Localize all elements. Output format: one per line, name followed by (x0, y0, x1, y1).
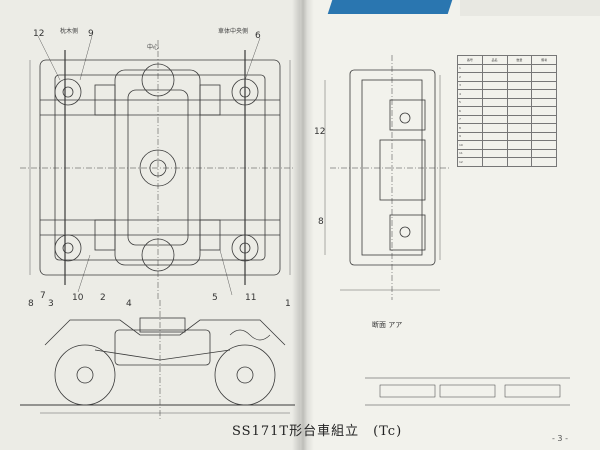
part-number: 9 (88, 29, 94, 39)
table-header: 品名 (481, 55, 508, 65)
table-cell: 11 (457, 148, 483, 158)
table-header-row: 番号 品名 数量 備考 (457, 55, 557, 65)
table-cell: 6 (457, 106, 483, 116)
part-number: 2 (100, 293, 106, 303)
part-number: 8 (28, 299, 34, 309)
table-cell: 7 (457, 114, 483, 124)
plan-label-right: 車体中央側 (218, 28, 249, 35)
part-number: 5 (212, 293, 218, 303)
table-row: 1 (457, 63, 557, 73)
part-number: 3 (48, 299, 54, 309)
table-row: 3 (457, 80, 557, 90)
part-number: 12 (33, 29, 45, 39)
table-row: 12 (457, 157, 557, 167)
table-row: 9 (457, 131, 557, 141)
table-cell: 2 (457, 72, 483, 82)
page-number: - 3 - (552, 434, 568, 443)
plan-label-center: 中心 (147, 44, 160, 51)
table-cell: 5 (457, 97, 483, 107)
table-row: 4 (457, 89, 557, 99)
table-header: 番号 (457, 55, 483, 65)
plan-label-left: 枕木側 (60, 28, 79, 35)
table-row: 5 (457, 97, 557, 107)
parts-table: 番号 品名 数量 備考 1 2 3 4 5 6 7 8 9 10 11 12 (457, 55, 557, 167)
drawing-caption: SS171T形台車組立 (Tc) (232, 424, 403, 439)
part-number: 11 (245, 293, 257, 303)
elevation-view (20, 300, 295, 420)
part-number: 4 (126, 299, 132, 309)
table-header: 備考 (531, 55, 557, 65)
table-cell: 1 (457, 63, 483, 73)
table-row: 10 (457, 140, 557, 150)
section-view (324, 55, 450, 300)
part-number: 8 (318, 217, 324, 227)
section-view-label: 断面 アア (372, 321, 403, 329)
book-gutter (292, 0, 314, 450)
plan-view (20, 35, 295, 300)
table-row: 8 (457, 123, 557, 133)
table-header: 数量 (506, 55, 533, 65)
small-schematic (365, 377, 570, 406)
table-cell: 10 (457, 140, 483, 150)
table-cell: 4 (457, 89, 483, 99)
part-number: 10 (72, 293, 84, 303)
table-row: 6 (457, 106, 557, 116)
part-number: 1 (285, 299, 291, 309)
part-number: 6 (255, 31, 261, 41)
table-cell: 3 (457, 80, 483, 90)
table-cell: 12 (457, 157, 483, 167)
table-row: 2 (457, 72, 557, 82)
table-row: 7 (457, 114, 557, 124)
table-row: 11 (457, 148, 557, 158)
table-cell: 8 (457, 123, 483, 133)
part-number: 12 (314, 127, 326, 137)
paper-sheet-edge (460, 0, 600, 16)
table-cell: 9 (457, 131, 483, 141)
part-number: 7 (40, 291, 46, 301)
